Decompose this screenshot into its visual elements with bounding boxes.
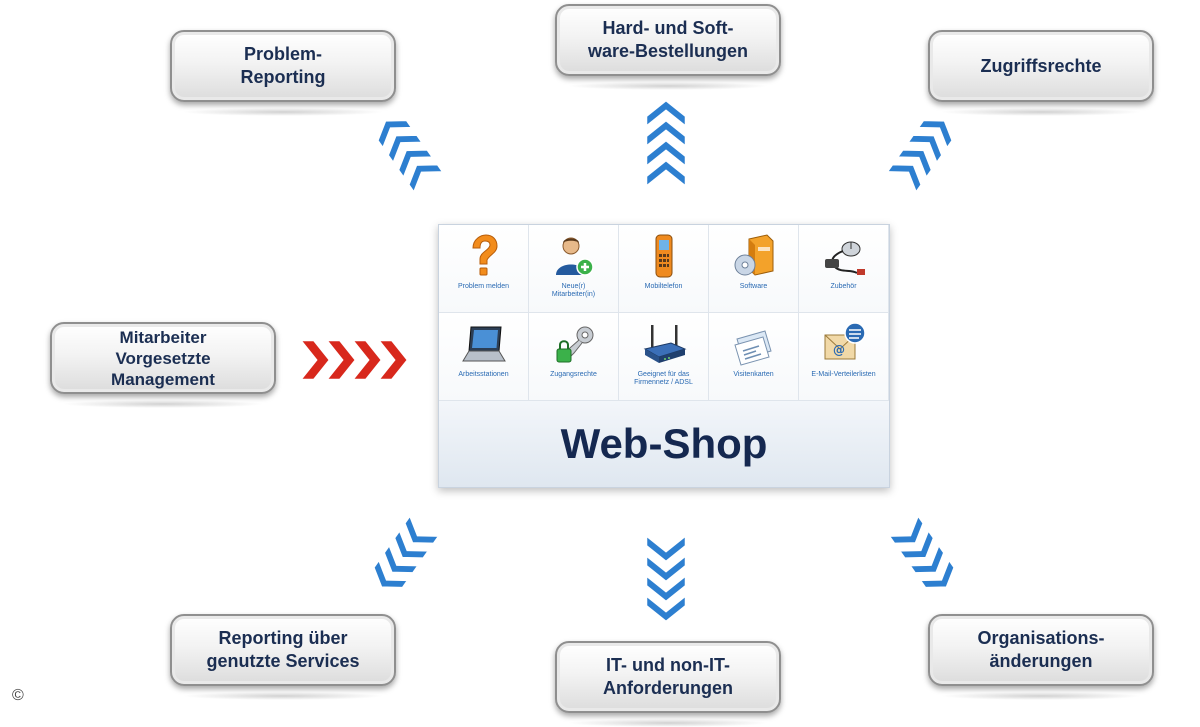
arrow-top-center xyxy=(644,98,688,190)
web-shop-panel: Problem melden Neue(r) Mitarbeiter(in) xyxy=(438,224,890,488)
web-shop-title: Web-Shop xyxy=(439,401,889,487)
question-mark-icon xyxy=(471,234,498,276)
box-it-requirements: IT- und non-IT- Anforderungen xyxy=(555,641,781,727)
box-access-rights: Zugriffsrechte xyxy=(928,30,1154,116)
shop-item-label: Zugangsrechte xyxy=(550,371,597,378)
shop-item-label: Problem melden xyxy=(458,283,509,290)
shop-item-label: Visitenkarten xyxy=(733,371,774,378)
shop-item-problem-melden[interactable]: Problem melden xyxy=(439,225,529,313)
box-hard-software-orders: Hard- und Soft- ware-Bestellungen xyxy=(555,4,781,90)
arrow-bottom-center xyxy=(644,532,688,624)
arrow-top-left xyxy=(375,118,446,196)
arrow-top-right xyxy=(884,118,955,196)
arrow-middle-left xyxy=(297,338,410,382)
shop-item-software[interactable]: Software xyxy=(709,225,799,313)
shop-item-mobiltelefon[interactable]: Mobiltelefon xyxy=(619,225,709,313)
arrow-bottom-right xyxy=(886,512,957,590)
shop-item-label: Neue(r) Mitarbeiter(in) xyxy=(551,283,596,298)
box-service-reporting: Reporting über genutzte Services xyxy=(170,614,396,700)
shop-item-label: Zubehör xyxy=(830,283,857,290)
laptop-icon xyxy=(461,326,506,362)
shop-item-zugangsrechte[interactable]: Zugangsrechte xyxy=(529,313,619,401)
software-box-icon xyxy=(734,234,773,276)
shop-item-neue-mitarbeiter[interactable]: Neue(r) Mitarbeiter(in) xyxy=(529,225,619,313)
shop-item-visitenkarten[interactable]: Visitenkarten xyxy=(709,313,799,401)
shop-item-firmennetz[interactable]: Geeignet für das Firmennetz / ADSL xyxy=(619,313,709,401)
email-list-icon: @ xyxy=(824,322,866,360)
shop-item-grid: Problem melden Neue(r) Mitarbeiter(in) xyxy=(439,225,889,401)
svg-text:@: @ xyxy=(833,343,845,357)
copyright-symbol: © xyxy=(12,687,24,704)
box-employees-management: Mitarbeiter Vorgesetzte Management xyxy=(50,322,276,408)
shop-item-label: Mobiltelefon xyxy=(644,283,683,290)
shop-item-label: E-Mail-Verteilerlisten xyxy=(811,371,876,378)
box-problem-reporting: Problem- Reporting xyxy=(170,30,396,116)
router-icon xyxy=(643,325,686,363)
arrow-bottom-left xyxy=(371,512,442,590)
mobile-phone-icon xyxy=(655,234,672,278)
box-organisational-changes: Organisations- änderungen xyxy=(928,614,1154,700)
shop-item-arbeitsstationen[interactable]: Arbeitsstationen xyxy=(439,313,529,401)
shop-item-label: Geeignet für das Firmennetz / ADSL xyxy=(634,371,693,386)
shop-item-label: Software xyxy=(739,283,768,290)
shop-item-label: Arbeitsstationen xyxy=(458,371,509,378)
key-lock-icon xyxy=(556,326,593,363)
shop-item-email-verteilerlisten[interactable]: @ E-Mail-Verteilerlisten xyxy=(799,313,889,401)
mouse-cable-icon xyxy=(824,241,865,275)
add-user-icon xyxy=(555,237,594,276)
shop-item-zubehoer[interactable]: Zubehör xyxy=(799,225,889,313)
business-cards-icon xyxy=(733,330,772,366)
